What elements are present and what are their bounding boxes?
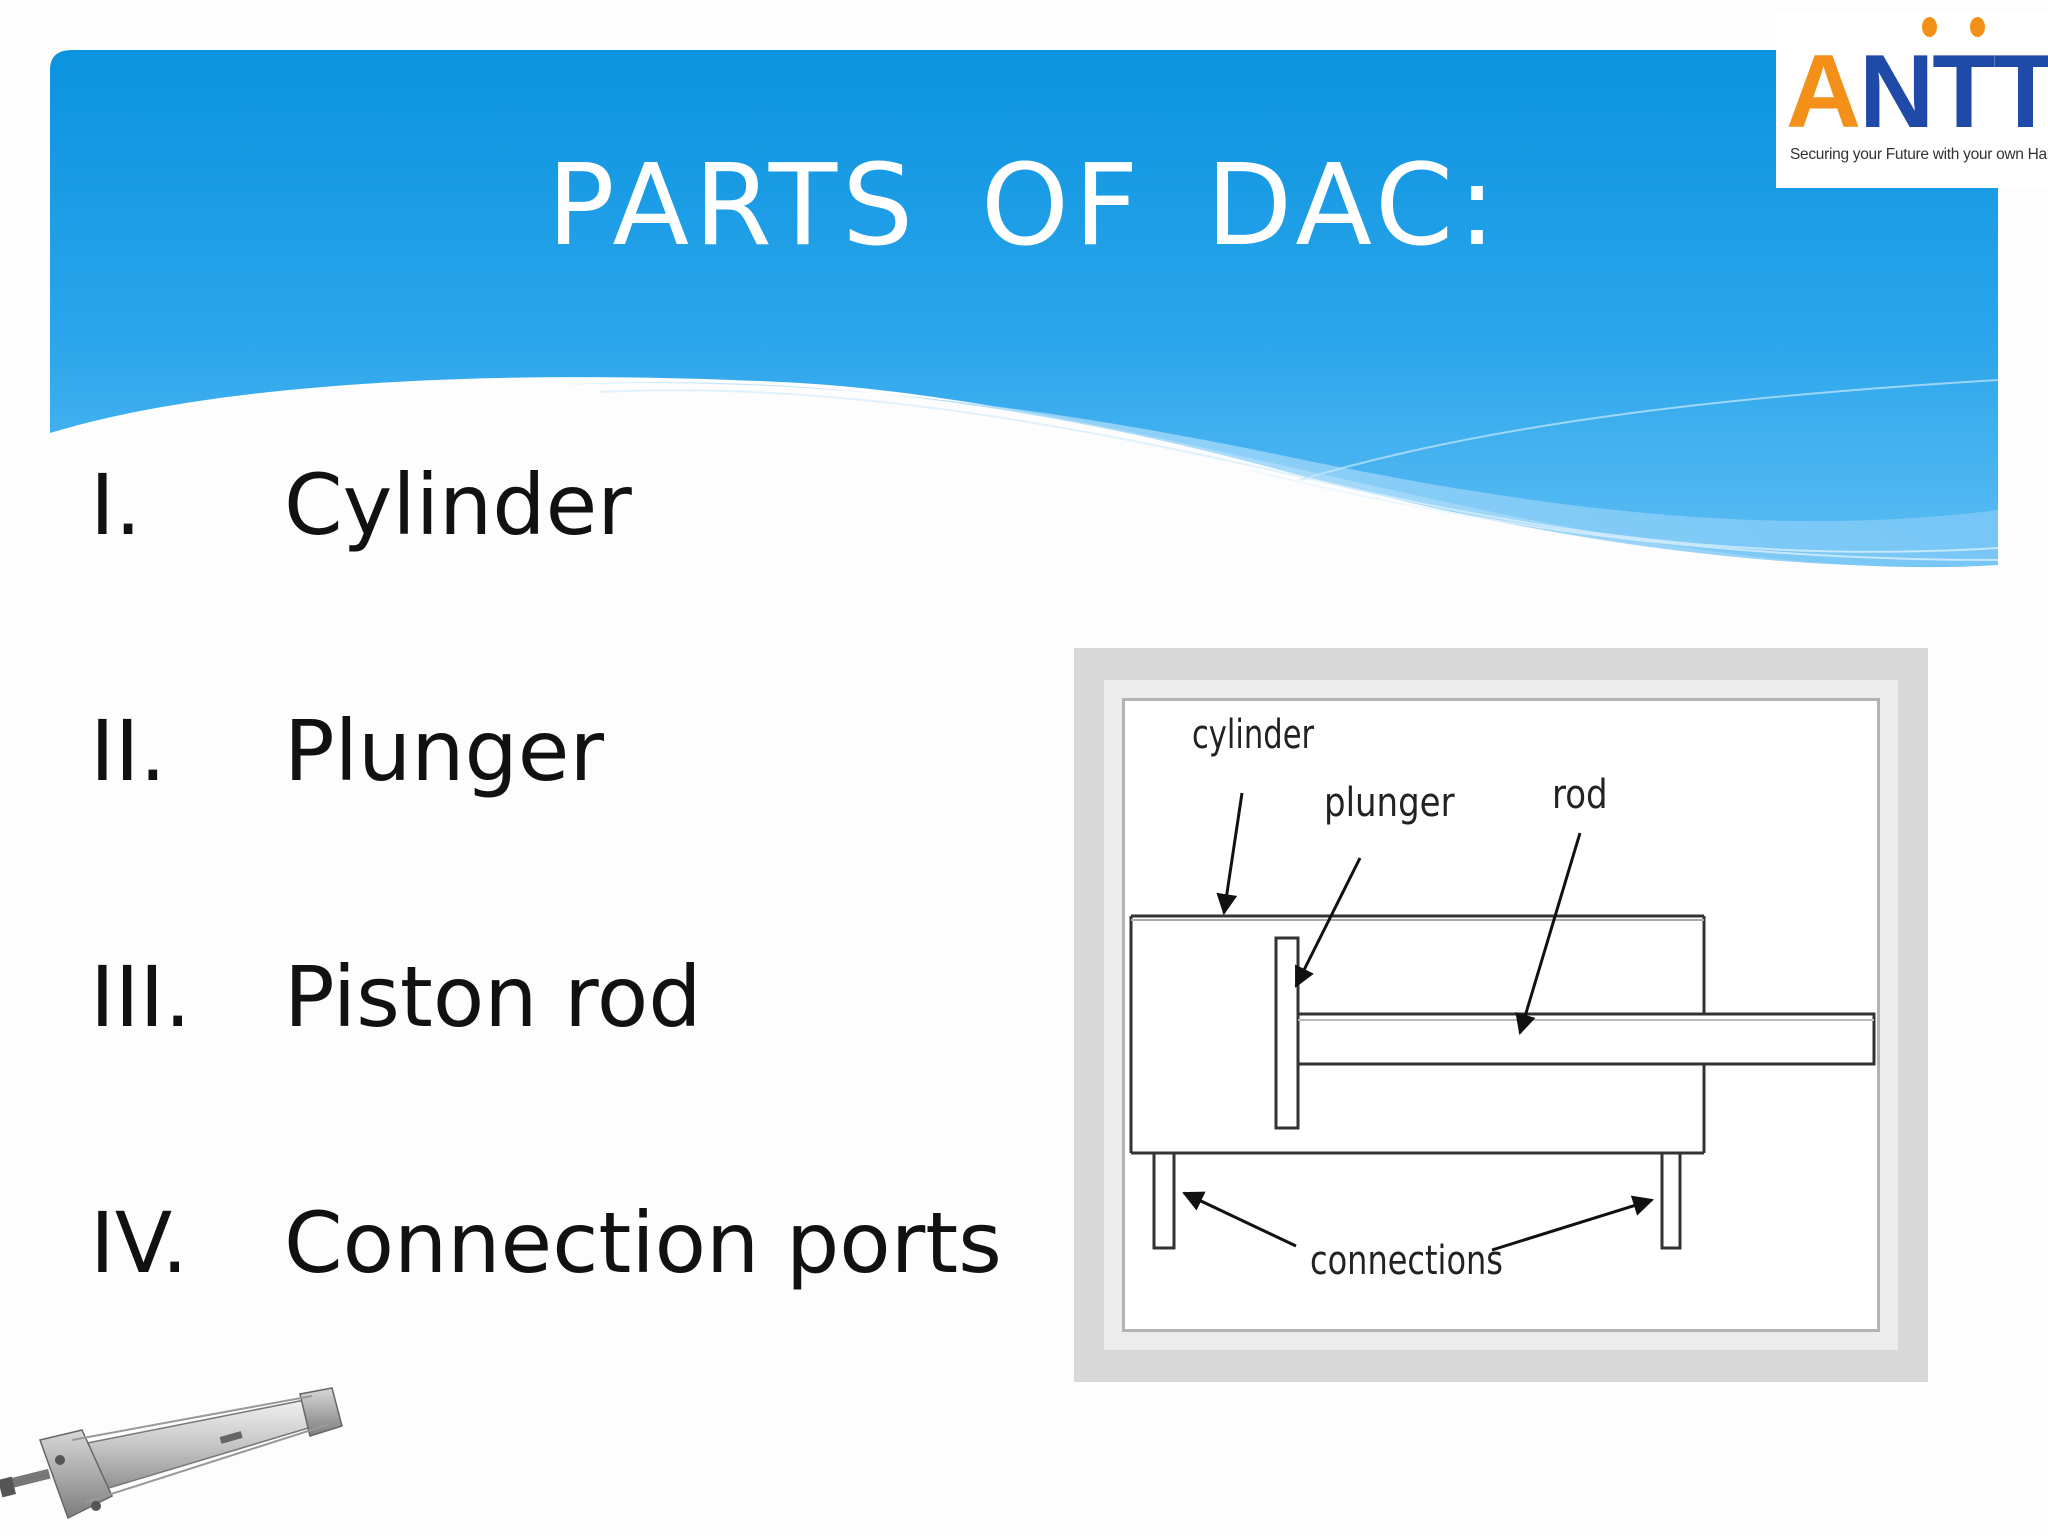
rod-arrow [1515,832,1582,1036]
list-label: Cylinder [284,456,632,554]
cylinder-diagram: cylinder plunger rod connections [1074,648,1928,1382]
nttf-logo: ANTTF Securing your Future with your own… [1776,12,2048,188]
logo-dot-left [1922,17,1937,37]
list-numeral: II. [90,702,167,800]
header-banner [50,50,1999,568]
cylinder-arrow [1216,792,1244,916]
diagram-drawing: cylinder plunger rod connections [1129,711,1876,1284]
list-numeral: III. [90,948,192,1046]
logo-dot-right [1970,17,1985,37]
diagram-label-cylinder: cylinder [1192,711,1314,757]
connections-arrow-right [1491,1195,1655,1252]
list-numeral: I. [90,456,142,554]
plunger-shape [1274,936,1300,1130]
logo-tagline: Securing your Future with your own Hands [1790,146,2048,163]
list-label: Connection ports [284,1194,1002,1292]
diagram-label-plunger: plunger [1324,779,1455,825]
slide-title: PARTS OF DAC: [547,141,1501,271]
connection-ports [1152,1153,1682,1250]
rod-shape [1296,1012,1876,1066]
diagram-label-rod: rod [1552,771,1608,817]
logo-wordmark: ANTTF [1786,34,2048,150]
list-label: Plunger [284,702,605,800]
cylinder-body [1129,914,1706,1155]
plunger-arrow [1294,857,1362,988]
list-label: Piston rod [284,948,702,1046]
connections-arrow-left [1182,1191,1297,1248]
banner-wave [560,382,1998,567]
banner-shape [50,50,1998,568]
list-numeral: IV. [90,1194,189,1292]
diagram-label-connections: connections [1310,1236,1503,1283]
pneumatic-cylinder-image [0,1387,343,1520]
